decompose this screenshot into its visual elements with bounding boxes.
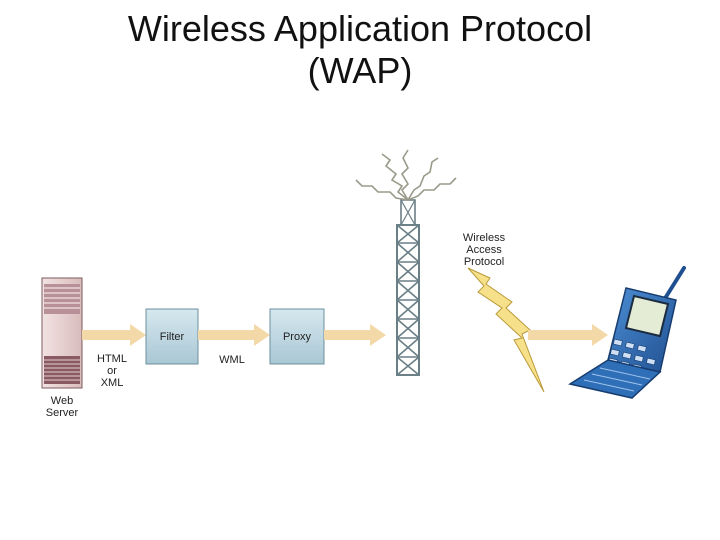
html-label-line-1: HTML [97,353,127,365]
wap-label-line-3: Protocol [464,256,504,268]
radio-tower-icon [396,199,420,376]
web-server-icon [41,277,83,389]
radio-waves-icon [355,149,457,201]
server-label-line-1: Web [51,395,73,407]
filter-box: Filter [145,308,199,365]
title-line-1: Wireless Application Protocol [127,8,593,49]
wap-label-line-1: Wireless [463,232,506,244]
proxy-box: Proxy [269,308,325,365]
arrow-server-to-filter [82,324,146,346]
arrow-proxy-to-tower [324,324,386,346]
wap-label-line-2: Access [466,244,502,256]
proxy-label: Proxy [283,331,312,343]
mobile-phone-icon [568,266,686,399]
wml-label: WML [219,354,245,366]
html-label-line-2: or [107,365,117,377]
title-line-2: (WAP) [307,50,413,91]
arrow-tower-to-phone [528,324,608,346]
arrow-filter-to-proxy [198,324,270,346]
filter-label: Filter [160,331,185,343]
server-label-line-2: Server [46,407,79,419]
slide-title: Wireless Application Protocol (WAP) [0,8,720,92]
html-label-line-3: XML [101,377,124,389]
